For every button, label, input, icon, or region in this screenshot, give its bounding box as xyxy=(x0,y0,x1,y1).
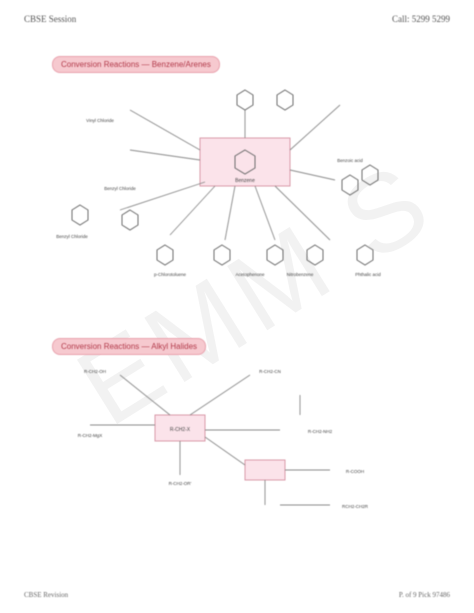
node-label-8: Nitrobenzene xyxy=(287,272,314,277)
ring-right-2 xyxy=(341,174,359,196)
d2-node-3: R-CH2-NH2 xyxy=(308,429,333,434)
ring-right-1 xyxy=(361,164,379,186)
center-box xyxy=(199,137,291,187)
arrow-2 xyxy=(129,149,201,161)
section-banner-2: Conversion Reactions — Alkyl Halides xyxy=(52,338,207,355)
center-box-2 xyxy=(154,414,206,442)
ring-left-1 xyxy=(71,204,89,226)
d2-node-7: RCH2-CH2R xyxy=(342,504,369,509)
header-right: Call: 5299 5299 xyxy=(392,14,450,24)
node-label-4: p-Chlorotoluene xyxy=(154,272,187,277)
ring-bottom-4 xyxy=(306,244,324,266)
footer-left: CBSE Revision xyxy=(24,591,69,599)
arrow-4 xyxy=(169,185,216,236)
ring-top-2 xyxy=(276,89,294,111)
reaction-diagram-alkyl-halide: R-CH2-X R-CH2-OH R-CH2-CN R-CH2-NH2 R-CH… xyxy=(78,369,369,509)
arrow-9 xyxy=(289,104,341,151)
center-label-2: R-CH2-X xyxy=(170,427,191,433)
node-label-7: Phthalic acid xyxy=(355,272,381,277)
section-banner-1: Conversion Reactions — Benzene/Arenes xyxy=(52,56,220,73)
arrow-7 xyxy=(274,185,331,241)
reaction-diagram-benzene: Benzene Vinyl Chloride Benzyl Chloride B… xyxy=(56,89,381,277)
d2-node-1: R-CH2-OH xyxy=(84,369,106,374)
node-label-3: Benzyl Chloride xyxy=(56,234,88,239)
arrow-5 xyxy=(224,185,236,241)
ring-bottom-2 xyxy=(213,244,231,266)
node-label-1: Vinyl Chloride xyxy=(86,118,114,123)
benzene-ring-center xyxy=(234,149,256,175)
node-label-2: Benzyl Chloride xyxy=(104,186,136,191)
arrow-6 xyxy=(254,185,276,241)
arrow-d2-2 xyxy=(119,374,171,416)
ring-bottom-1 xyxy=(156,244,174,266)
arrow-d2-6 xyxy=(204,436,246,466)
footer-right: P. of 9 Pick 97486 xyxy=(398,591,450,599)
arrow-d2-3 xyxy=(189,374,251,416)
d2-node-4: R-CH2-MgX xyxy=(78,433,103,438)
arrow-3 xyxy=(119,181,206,211)
ring-bottom-3 xyxy=(266,244,284,266)
ring-left-2 xyxy=(121,209,139,231)
sub-box xyxy=(244,459,286,481)
ring-bottom-5 xyxy=(356,244,374,266)
node-label-5: Acetophenone xyxy=(235,272,265,277)
d2-node-5: R-CH2-OR' xyxy=(169,481,192,486)
header-left: CBSE Session xyxy=(24,14,77,24)
ring-top-1 xyxy=(236,89,254,111)
node-label-6: Benzoic acid xyxy=(337,158,363,163)
arrow-8 xyxy=(289,169,336,181)
d2-node-2: R-CH2-CN xyxy=(259,369,281,374)
center-label: Benzene xyxy=(235,178,255,184)
arrow-1 xyxy=(129,109,201,151)
d2-node-6: R-COOH xyxy=(346,469,364,474)
